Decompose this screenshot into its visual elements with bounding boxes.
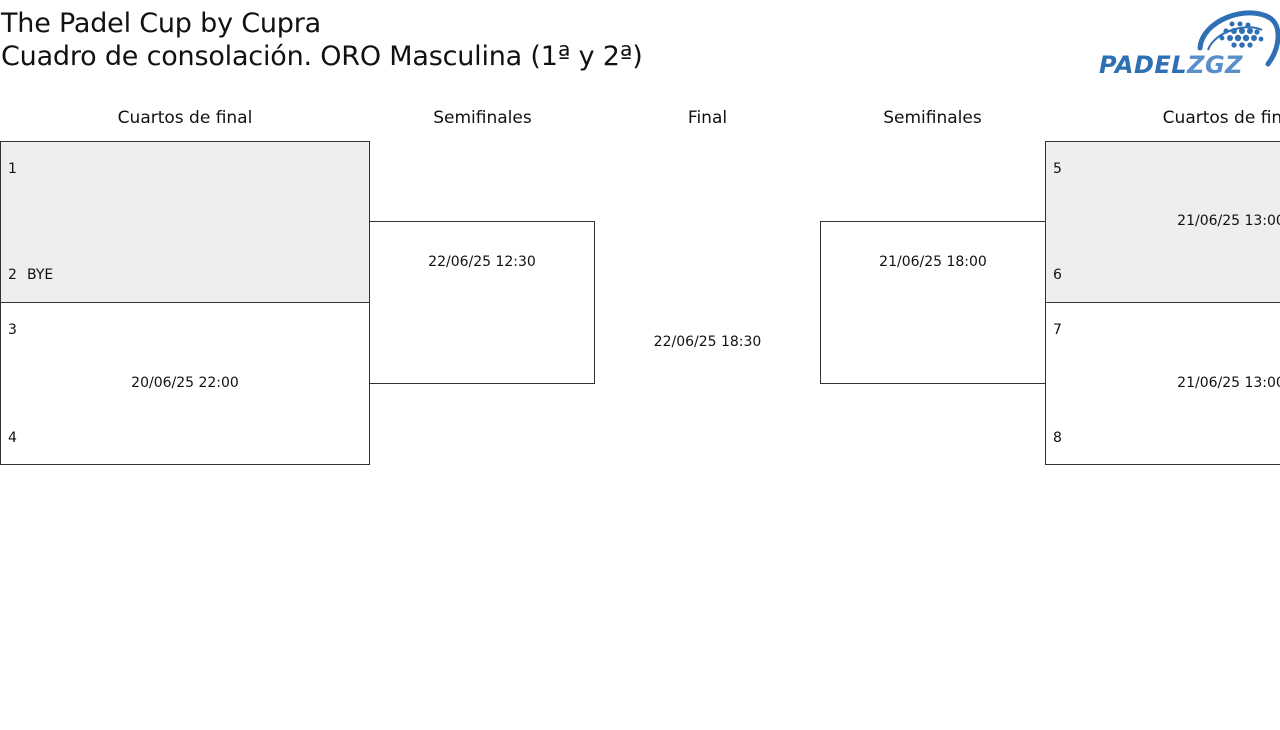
- logo-wordmark-padel: PADEL: [1099, 51, 1188, 79]
- match-qf4: 7 21/06/25 13:00 8: [1045, 302, 1280, 465]
- page-subtitle: Cuadro de consolación. ORO Masculina (1ª…: [1, 41, 643, 72]
- round-label-right-semifinals: Semifinales: [883, 108, 982, 128]
- page-title: The Padel Cup by Cupra: [1, 8, 321, 39]
- final-datetime: 22/06/25 18:30: [653, 334, 762, 350]
- round-label-left-quarterfinals: Cuartos de final: [117, 108, 253, 128]
- match-sf1: 22/06/25 12:30: [369, 221, 595, 384]
- logo-emblem-icon: [1197, 10, 1280, 67]
- match-datetime: 21/06/25 13:00: [1177, 375, 1280, 391]
- seed-number: 4: [8, 430, 17, 446]
- match-sf2: 21/06/25 18:00: [820, 221, 1046, 384]
- round-label-right-quarterfinals: Cuartos de final: [1162, 108, 1280, 128]
- padelzgz-logo: PADELZGZ: [1098, 8, 1280, 79]
- match-qf3: 5 21/06/25 13:00 6: [1045, 141, 1280, 303]
- logo-wordmark-zgz: ZGZ: [1187, 51, 1244, 79]
- match-qf1: 1 2 BYE: [0, 141, 370, 303]
- title-block: The Padel Cup by Cupra Cuadro de consola…: [1, 7, 643, 73]
- match-datetime: 22/06/25 12:30: [428, 254, 536, 270]
- round-label-left-semifinals: Semifinales: [433, 108, 532, 128]
- match-datetime: 21/06/25 13:00: [1177, 213, 1280, 229]
- seed-number: 7: [1053, 322, 1062, 338]
- seed-number: 2: [8, 267, 17, 283]
- seed-number: 1: [8, 161, 17, 177]
- seed-number: 3: [8, 322, 17, 338]
- team-name: BYE: [27, 267, 54, 283]
- logo-wordmark: PADELZGZ: [1099, 51, 1243, 79]
- seed-number: 8: [1053, 430, 1062, 446]
- round-label-final: Final: [687, 108, 728, 128]
- seed-number: 6: [1053, 267, 1062, 283]
- match-qf2: 3 20/06/25 22:00 4: [0, 302, 370, 465]
- seed-number: 5: [1053, 161, 1062, 177]
- match-datetime: 20/06/25 22:00: [131, 375, 239, 391]
- match-datetime: 21/06/25 18:00: [879, 254, 987, 270]
